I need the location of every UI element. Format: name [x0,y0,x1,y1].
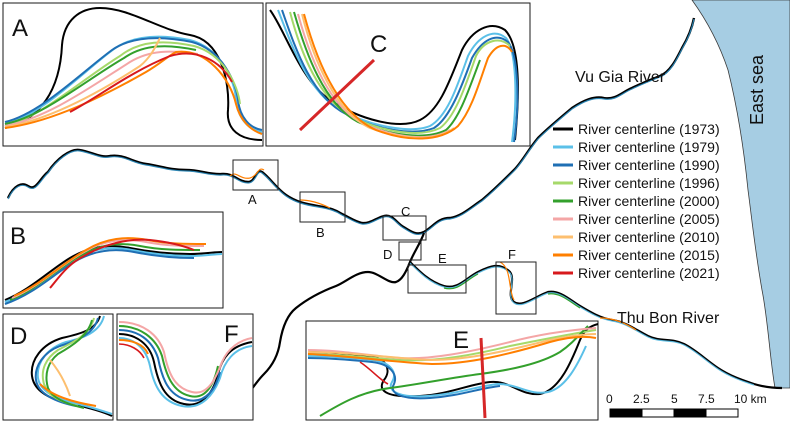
inset-letter-f: F [224,321,239,348]
marker-box-c [382,215,427,241]
river-main-lower-east-green [443,273,581,309]
marker-letter-e: E [438,251,447,266]
inset-a: A [2,2,264,147]
scale-tick-4: 10 km [734,392,767,406]
marker-box-a [232,159,279,191]
legend-label: River centerline (2015) [578,247,720,263]
river-main-upper-1973 [6,17,696,235]
inset-letter-a: A [12,15,28,42]
river-main-lower-east-orange [499,261,637,331]
marker-letter-c: C [401,204,410,219]
legend-label: River centerline (2021) [578,265,720,281]
scale-tick-3: 7.5 [698,392,715,406]
legend-item: River centerline (2010) [553,229,720,245]
inset-letter-e: E [453,327,469,354]
river-main-lower-east-1973 [409,261,783,390]
scale-tick-2: 5 [671,392,678,406]
legend-label: River centerline (1973) [578,121,720,137]
map-marker-letters: A B C D E F [248,192,516,266]
transect-e [479,337,487,419]
legend-label: River centerline (1996) [578,175,720,191]
legend-item: River centerline (2015) [553,247,720,263]
marker-letter-b: B [316,225,325,240]
marker-letter-f: F [508,247,516,262]
marker-letter-d: D [383,247,392,262]
scale-tick-1: 2.5 [633,392,650,406]
inset-d: D [2,313,114,421]
legend-item: River centerline (1990) [553,157,720,173]
marker-box-b [299,191,346,223]
marker-box-f [495,261,537,315]
map-marker-boxes [232,159,537,315]
inset-letter-c: C [370,31,387,58]
legend-item: River centerline (1973) [553,121,720,137]
legend-item: River centerline (2021) [553,265,720,281]
legend-item: River centerline (1996) [553,175,720,191]
inset-letter-d: D [10,323,27,350]
legend: River centerline (1973) River centerline … [553,121,720,281]
inset-c: C [265,2,531,147]
inset-f: F [116,313,254,421]
legend-item: River centerline (2000) [553,193,720,209]
river-main-upper-recent [7,18,695,236]
marker-letter-a: A [248,192,257,207]
inset-b: B [2,211,224,309]
east-sea [691,0,790,389]
river-main-upper-orange [229,168,331,209]
legend-label: River centerline (2005) [578,211,720,227]
river-main-lower-east-recent [409,262,755,386]
legend-label: River centerline (2010) [578,229,720,245]
legend-item: River centerline (2005) [553,211,720,227]
vu-gia-river-label: Vu Gia River [575,69,666,86]
legend-label: River centerline (2000) [578,193,720,209]
legend-label: River centerline (1979) [578,139,720,155]
inset-letter-b: B [10,223,26,250]
river-network [6,17,783,417]
legend-item: River centerline (1979) [553,139,720,155]
scale-bar: 0 2.5 5 7.5 10 km [606,392,767,418]
transect-c [298,58,376,132]
marker-box-d [398,241,422,261]
east-sea-label: East sea [747,54,767,125]
legend-label: River centerline (1990) [578,157,720,173]
thu-bon-river-label: Thu Bon River [617,310,720,327]
scale-tick-0: 0 [606,392,613,406]
marker-box-e [407,264,467,294]
inset-e: E [305,320,599,421]
